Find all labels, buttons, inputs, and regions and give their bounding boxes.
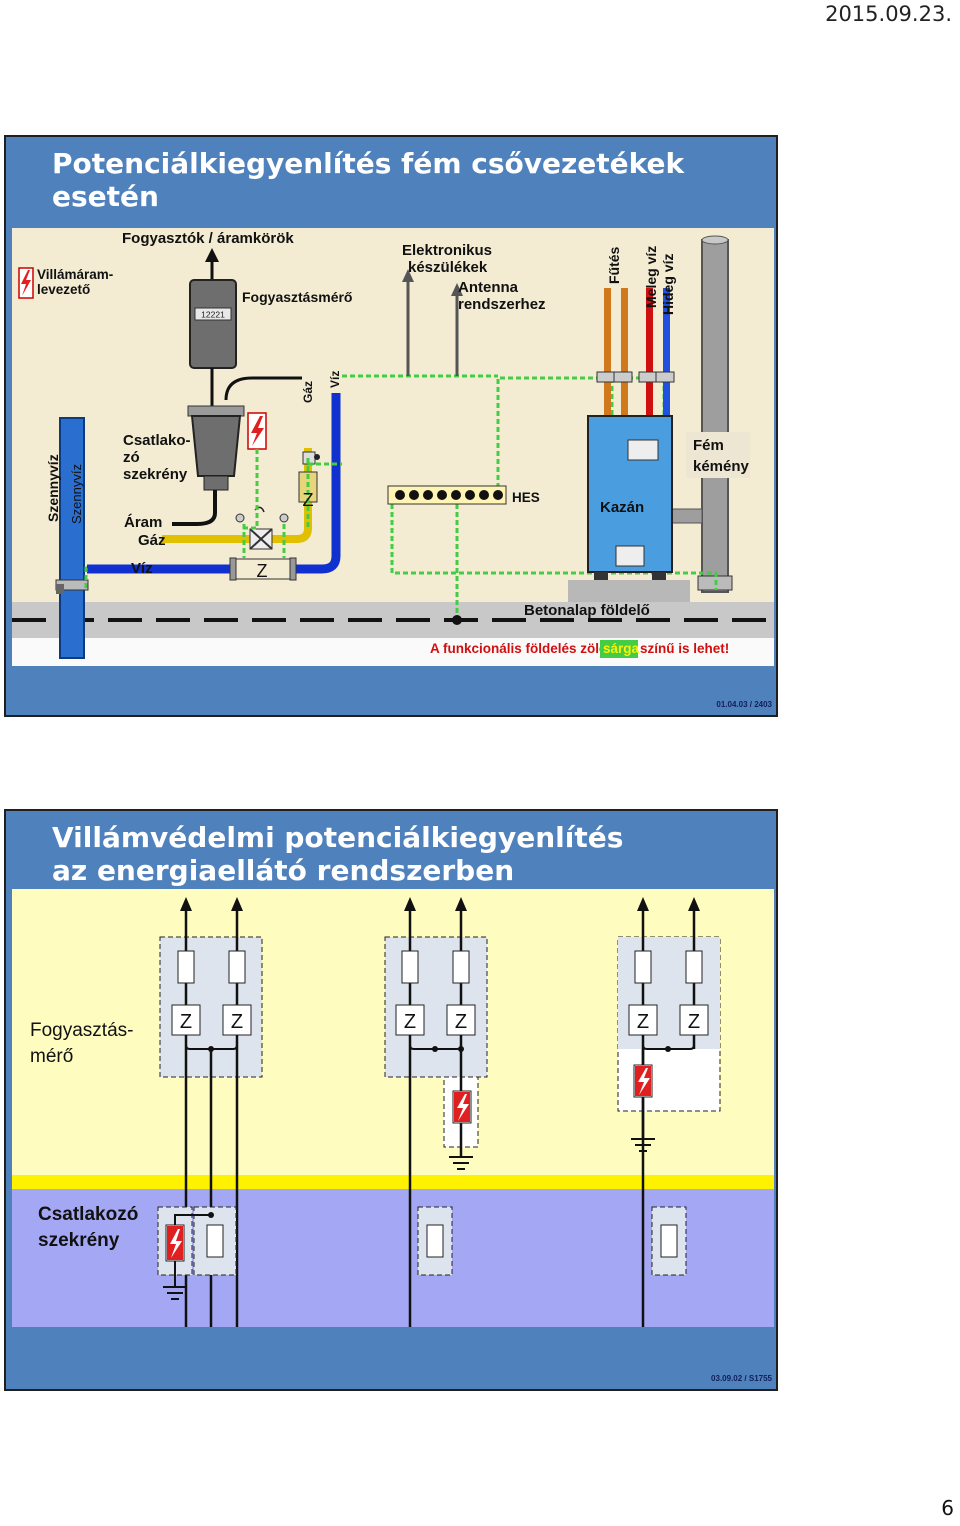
meter-label-1: Fogyasztás- [30,1020,133,1041]
z-label: Z [404,1011,416,1033]
label-antenna-1: Antenna [458,279,519,296]
label-warm-water: Meleg víz [643,246,659,308]
label-lightning-conductor-2: levezető [37,282,90,297]
label-meter: Fogyasztásmérő [242,289,352,305]
label-z-lower: Z [257,561,268,581]
date-stamp: 2015.09.23. [825,2,952,26]
label-foundation: Betonalap földelő [524,602,650,619]
connection-box [172,376,302,526]
label-electronics-1: Elektronikus [402,242,492,259]
label-connection-box-2: zó [123,449,140,466]
connection-box-unit-3 [651,1206,687,1276]
lower-area [12,1189,774,1327]
label-cold-water: Hideg víz [660,254,676,315]
z-label: Z [455,1011,467,1033]
label-lightning-conductor-1: Villámáram- [37,267,113,282]
box-label-2: szekrény [38,1230,120,1251]
slide-1-title: Potenciálkiegyenlítés fém csővezetékek e… [52,147,684,213]
water-pipe [87,393,341,581]
equipotential-diagram: 12221 [12,228,774,666]
boiler-flue [671,508,703,524]
note-part-1: A funkcionális földelés zöld- [430,641,612,656]
meter-display: 12221 [201,310,225,320]
meter-label-2: mérő [30,1046,73,1067]
label-water: Víz [131,560,153,577]
label-power: Áram [124,514,162,531]
electricity-meter: 12221 [189,248,237,400]
z-label: Z [231,1011,243,1033]
label-boiler: Kazán [600,499,644,516]
lightning-protection-diagram: Fogyasztás- mérő Csatlakozó szekrény Z Z [12,889,774,1327]
slide-1: Potenciálkiegyenlítés fém csővezetékek e… [4,135,778,717]
note-part-3: színű is lehet! [640,641,729,656]
label-z-upper: Z [303,490,314,510]
label-heating: Fűtés [606,246,622,284]
label-water-vertical: Víz [328,371,342,388]
chimney-pipe [701,239,729,593]
slide-2-title-line-2: az energiaellátó rendszerben [52,854,515,887]
label-hes: HES [512,490,540,505]
label-electronics-2: készülékek [408,259,488,276]
label-sewage-bold: Szennyvíz [45,454,61,522]
label-gas-vertical: Gáz [301,381,315,403]
label-consumers: Fogyasztók / áramkörök [122,230,294,247]
lightning-icon-2 [247,412,267,450]
page-number: 6 [941,1496,954,1520]
slide-2-title-line-1: Villámvédelmi potenciálkiegyenlítés [52,821,624,854]
meter-unit-2: Z Z [384,897,488,1327]
meter-unit-3: Z Z [617,897,721,1327]
label-connection-box-1: Csatlako- [123,432,191,449]
z-label: Z [180,1011,192,1033]
label-connection-box-3: szekrény [123,466,188,483]
meter-unit-1: Z Z [159,897,263,1327]
heating-pipes [596,288,675,418]
label-antenna-2: rendszerhez [458,296,546,313]
lightning-icon-1 [18,267,34,299]
sewage-pipe [59,417,85,659]
slide-1-title-line-2: esetén [52,180,159,213]
label-sewage-light: Szennyvíz [69,464,84,524]
boiler [568,415,690,602]
z-label: Z [637,1011,649,1033]
hes-busbar [387,485,507,625]
gas-valve [235,506,289,550]
label-chimney-1: Fém [693,437,724,454]
slide-2-title: Villámvédelmi potenciálkiegyenlítés az e… [52,821,623,887]
slide-1-code: 01.04.03 / 2403 [716,700,772,709]
label-gas: Gáz [138,532,166,549]
slide-2-code: 03.09.02 / S1755 [711,1374,772,1383]
separator-band [12,1175,774,1189]
slide-2: Villámvédelmi potenciálkiegyenlítés az e… [4,809,778,1391]
z-label: Z [688,1011,700,1033]
label-chimney-2: kémény [693,458,750,475]
note-part-2: sárga [603,641,640,656]
connection-box-unit-1 [157,1206,237,1300]
box-label-1: Csatlakozó [38,1204,138,1225]
slide-1-title-line-1: Potenciálkiegyenlítés fém csővezetékek [52,147,685,180]
connection-box-unit-2 [417,1206,453,1276]
